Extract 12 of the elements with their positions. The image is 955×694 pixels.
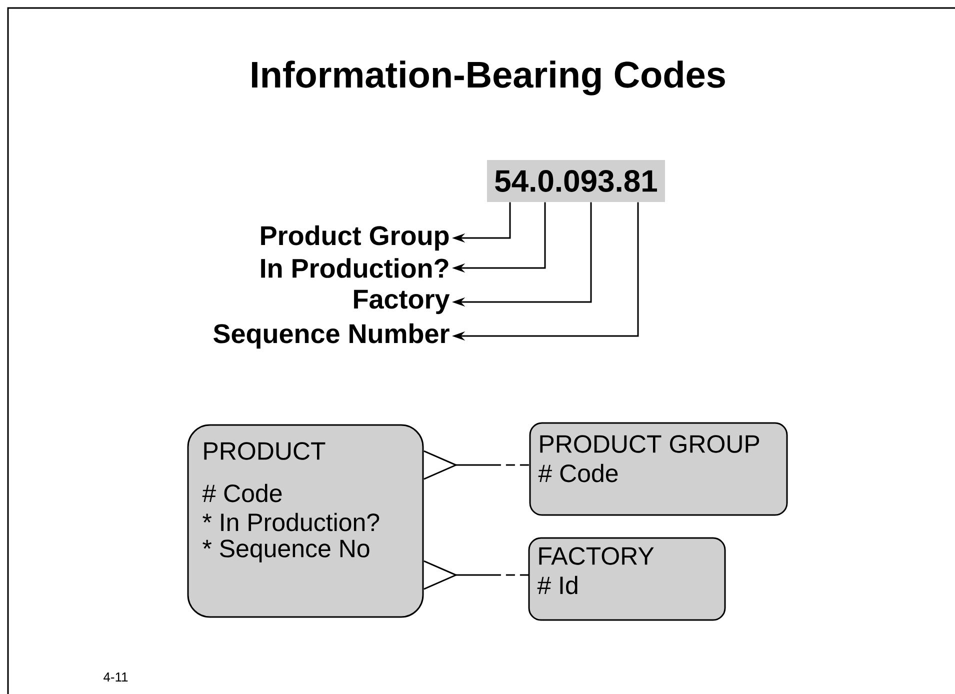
entity-box: PRODUCT GROUP # Code [529, 422, 788, 516]
page-number: 4-11 [104, 672, 128, 682]
relationship-line [424, 560, 529, 590]
relationship-line [424, 450, 530, 480]
field-label: Factory [354, 290, 450, 314]
field-label: Sequence Number [214, 323, 450, 349]
entity-box: PRODUCT # Code * In Production? * Sequence No [187, 424, 424, 618]
title: Information-Bearing Codes [252, 60, 725, 96]
entity-box: FACTORY # Id [528, 537, 726, 621]
code-box: 54.0.093.81 [487, 160, 665, 202]
field-label: Product Group [261, 225, 449, 251]
field-label: In Production? [261, 258, 448, 278]
